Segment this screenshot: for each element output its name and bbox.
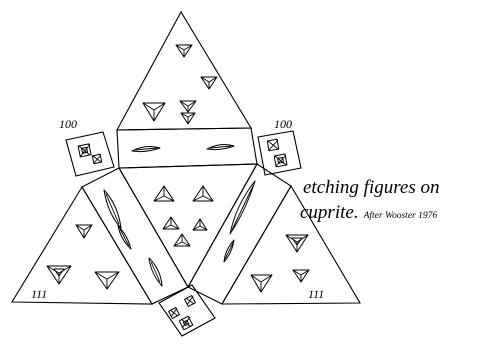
right-octahedron-pits [250, 234, 310, 293]
caption-credit: After Wooster 1976 [363, 210, 438, 221]
inverted-triangle-pit-icon [142, 102, 166, 122]
inverted-triangle-pit-icon [200, 76, 218, 90]
lens-pit-icon [117, 225, 132, 250]
top-octahedron-face [116, 10, 252, 131]
square-pit-icon [168, 307, 180, 319]
left-dodecahedron-lenses [103, 189, 163, 287]
right-dodecahedron-lenses [223, 180, 256, 263]
cube-face-bottom [158, 284, 216, 337]
octahedron-face-center [118, 163, 258, 289]
inverted-triangle-pit-icon [179, 100, 197, 113]
lens-pit-icon [131, 146, 161, 153]
inverted-triangle-pit-icon [94, 271, 120, 290]
lens-pit-icon [103, 189, 122, 229]
cube-face-pits [77, 138, 288, 331]
cube-face-upper-right [257, 130, 302, 176]
strip-lens-pits [131, 144, 235, 153]
triangle-pit-icon [162, 216, 180, 230]
square-pit-icon [273, 153, 288, 168]
center-octahedron-pits [153, 185, 214, 247]
caption-line-1: etching figures on [303, 177, 440, 198]
face-label-octa-left: 111 [31, 287, 47, 301]
inverted-triangle-pit-icon [180, 112, 196, 125]
face-label-octa-right: 111 [308, 287, 324, 301]
left-octahedron-pits [46, 224, 120, 290]
inverted-triangle-pit-icon [292, 269, 310, 283]
lens-pit-icon [223, 239, 235, 263]
inverted-triangle-pit-icon [175, 44, 193, 58]
caption-line-2-main: cuprite. [300, 202, 359, 223]
triangle-pit-icon [173, 233, 191, 247]
inverted-triangle-pit-icon [75, 224, 93, 239]
square-pit-icon [91, 153, 103, 165]
inverted-triangle-pit-icon [250, 274, 273, 293]
crystal-net [11, 10, 361, 337]
triangle-pit-icon [192, 185, 214, 202]
inverted-triangle-pit-icon [285, 234, 309, 253]
top-face-pits [142, 44, 218, 125]
dodecahedron-face-right [187, 163, 292, 305]
inverted-triangle-pit-icon [46, 265, 72, 285]
dodecahedron-face-left [81, 167, 189, 305]
lens-pit-icon [206, 144, 235, 151]
square-pit-icon [266, 138, 280, 152]
caption-line-2: cuprite. After Wooster 1976 [300, 202, 437, 223]
face-label-cube-left: 100 [59, 117, 77, 131]
square-pit-icon [178, 315, 194, 331]
lens-pit-icon [229, 180, 256, 235]
triangle-pit-icon [153, 185, 175, 202]
cube-face-upper-left [65, 131, 115, 177]
square-pit-icon [184, 295, 196, 307]
face-label-cube-right: 100 [274, 117, 292, 131]
lens-pit-icon [148, 257, 163, 287]
triangle-pit-icon [192, 218, 208, 231]
square-pit-icon [77, 143, 92, 158]
